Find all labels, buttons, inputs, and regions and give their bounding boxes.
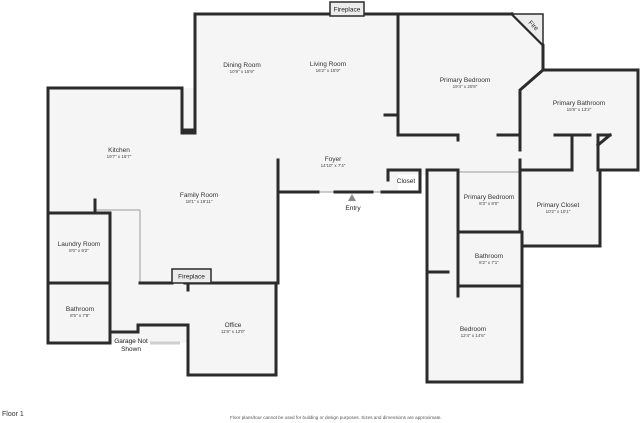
fireplace-mid-label: Fireplace <box>178 274 205 281</box>
room-name: Family Room <box>180 192 218 199</box>
room-name: Primary Closet <box>537 202 580 209</box>
room-family: Family Room 18'1" x 19'11" <box>180 192 218 204</box>
room-dims: 8'5" x 7'8" <box>70 313 90 318</box>
fireplace-mid: Fireplace <box>171 268 212 284</box>
room-laundry: Laundry Room 8'0" x 9'2" <box>58 241 101 253</box>
room-living: Living Room 16'2" x 15'9" <box>310 61 346 73</box>
room-dims: 8'0" x 9'2" <box>69 248 89 253</box>
room-name: Dining Room <box>223 62 261 69</box>
room-bedroom: Bedroom 12'4" x 14'6" <box>460 326 486 338</box>
room-dims: 12'4" x 14'6" <box>461 333 486 338</box>
room-primary-bedroom: Primary Bedroom 19'4" x 20'8" <box>440 77 491 89</box>
closet-label: Closet <box>397 178 416 185</box>
room-name: Primary Bedroom <box>440 77 491 84</box>
fireplace-top-label: Fireplace <box>334 7 361 14</box>
room-dims: 10'2" x 10'1" <box>546 209 571 214</box>
entry-label: Entry <box>345 205 361 212</box>
fireplace-corner: Fire <box>510 13 544 47</box>
garage-note-line1: Garage Not <box>114 338 148 345</box>
room-dining: Dining Room 10'9" x 15'9" <box>223 62 261 74</box>
disclaimer-text: Floor plans/tour cannot be used for buil… <box>230 415 442 420</box>
room-name: Primary Bedroom <box>464 194 515 201</box>
room-name: Bedroom <box>460 326 486 333</box>
room-dims: 8'3" x 8'0" <box>479 201 499 206</box>
room-primary-bedroom-small: Primary Bedroom 8'3" x 8'0" <box>464 194 515 206</box>
room-name: Kitchen <box>108 147 130 154</box>
room-dims: 11'9" x 12'0" <box>221 329 246 334</box>
room-bathroom-center: Bathroom 8'2" x 7'1" <box>475 253 503 265</box>
room-name: Office <box>225 322 242 329</box>
room-name: Laundry Room <box>58 241 101 248</box>
garage-note-line2: Shown <box>121 346 141 353</box>
room-primary-bathroom: Primary Bathroom 15'8" x 13'2" <box>553 100 605 112</box>
room-dims: 8'2" x 7'1" <box>479 260 499 265</box>
room-name: Foyer <box>325 156 342 163</box>
room-dims: 16'2" x 15'9" <box>316 68 341 73</box>
room-foyer: Foyer 14'10" x 7'4" <box>321 156 346 168</box>
room-bathroom-left: Bathroom 8'5" x 7'8" <box>66 306 94 318</box>
room-dims: 19'7" x 16'7" <box>107 154 132 159</box>
fireplace-top: Fireplace <box>329 1 365 17</box>
floor-label: Floor 1 <box>2 411 24 418</box>
room-dims: 10'9" x 15'9" <box>230 69 255 74</box>
room-name: Bathroom <box>475 253 503 260</box>
entry-arrow-icon <box>348 194 356 201</box>
room-name: Bathroom <box>66 306 94 313</box>
room-dims: 18'1" x 19'11" <box>186 199 213 204</box>
room-office: Office 11'9" x 12'0" <box>221 322 246 334</box>
room-dims: 14'10" x 7'4" <box>321 163 346 168</box>
floor-fill <box>48 14 638 382</box>
room-kitchen: Kitchen 19'7" x 16'7" <box>107 147 132 159</box>
room-dims: 19'4" x 20'8" <box>453 84 478 89</box>
room-primary-closet: Primary Closet 10'2" x 10'1" <box>537 202 580 214</box>
room-name: Living Room <box>310 61 346 68</box>
room-dims: 15'8" x 13'2" <box>567 107 592 112</box>
room-name: Primary Bathroom <box>553 100 605 107</box>
